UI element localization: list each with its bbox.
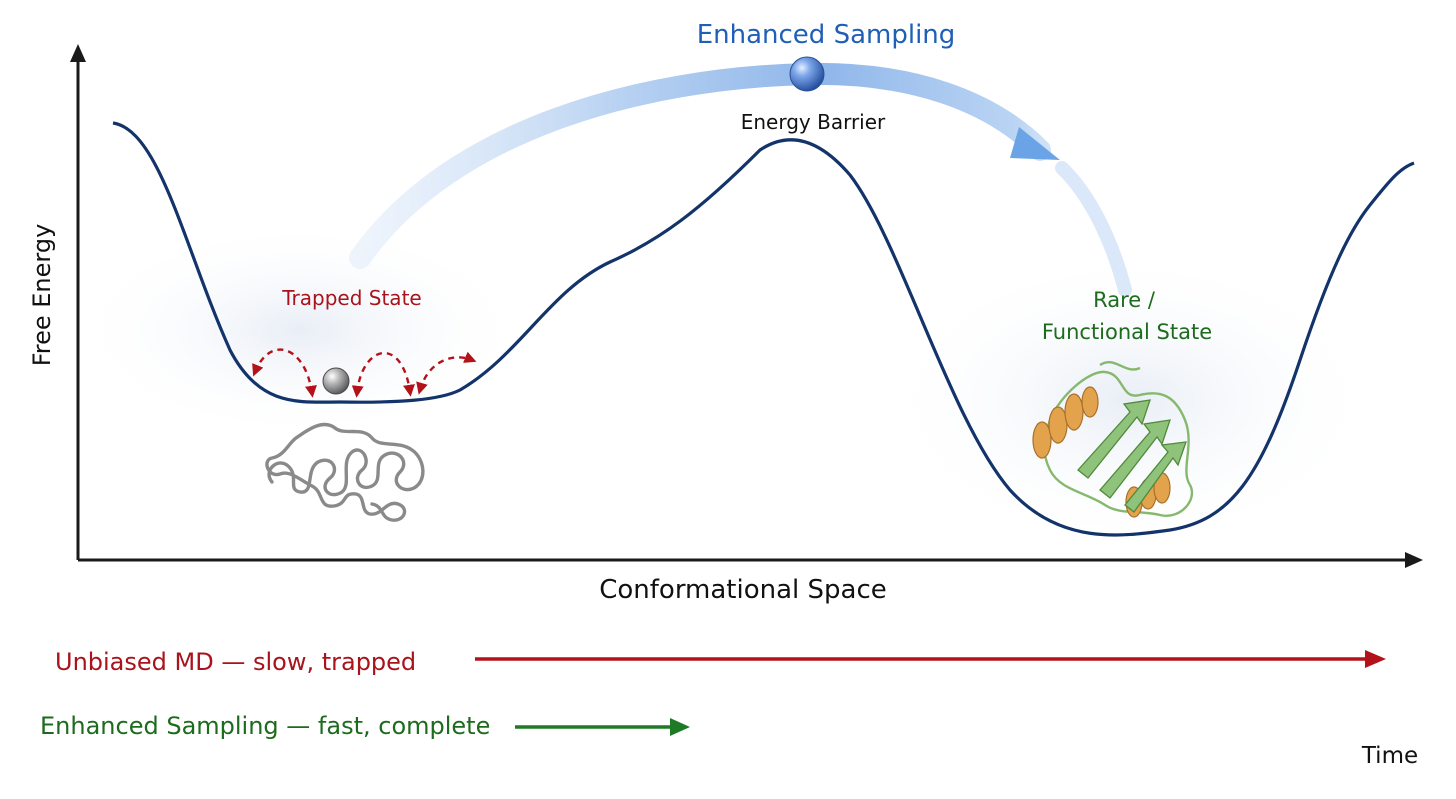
energy-barrier-label: Energy Barrier <box>741 110 886 134</box>
enhanced-sampling-title: Enhanced Sampling <box>697 20 956 50</box>
enhanced-sampling-timeline-label: Enhanced Sampling — fast, complete <box>40 712 490 740</box>
trapped-hop-arrows <box>252 348 477 398</box>
enhanced-sampling-arc <box>349 62 1051 269</box>
y-axis-label: Free Energy <box>28 224 56 367</box>
rare-state-label-line1: Rare / <box>1093 288 1156 312</box>
x-axis-arrowhead <box>1405 552 1423 568</box>
y-axis-arrowhead <box>70 44 86 62</box>
enhanced-sampling-arrowhead <box>1010 127 1060 160</box>
time-label: Time <box>1361 743 1418 769</box>
rare-state-label-line2: Functional State <box>1042 320 1212 344</box>
left-well-shade <box>70 220 530 440</box>
free-energy-curve <box>112 121 1415 537</box>
unbiased-md-arrowhead <box>1365 650 1386 668</box>
blue-ball-icon <box>789 56 825 92</box>
trapped-state-label: Trapped State <box>281 286 421 310</box>
unfolded-chain-icon <box>265 422 425 522</box>
right-well-shade <box>880 250 1380 550</box>
gray-ball-icon <box>322 367 350 395</box>
x-axis-label: Conformational Space <box>599 575 887 605</box>
enhanced-sampling-arc-tail <box>1055 161 1132 297</box>
folded-protein-icon <box>1032 361 1193 518</box>
enhanced-sampling-arrowhead-timeline <box>670 718 690 736</box>
unbiased-md-label: Unbiased MD — slow, trapped <box>55 648 416 676</box>
